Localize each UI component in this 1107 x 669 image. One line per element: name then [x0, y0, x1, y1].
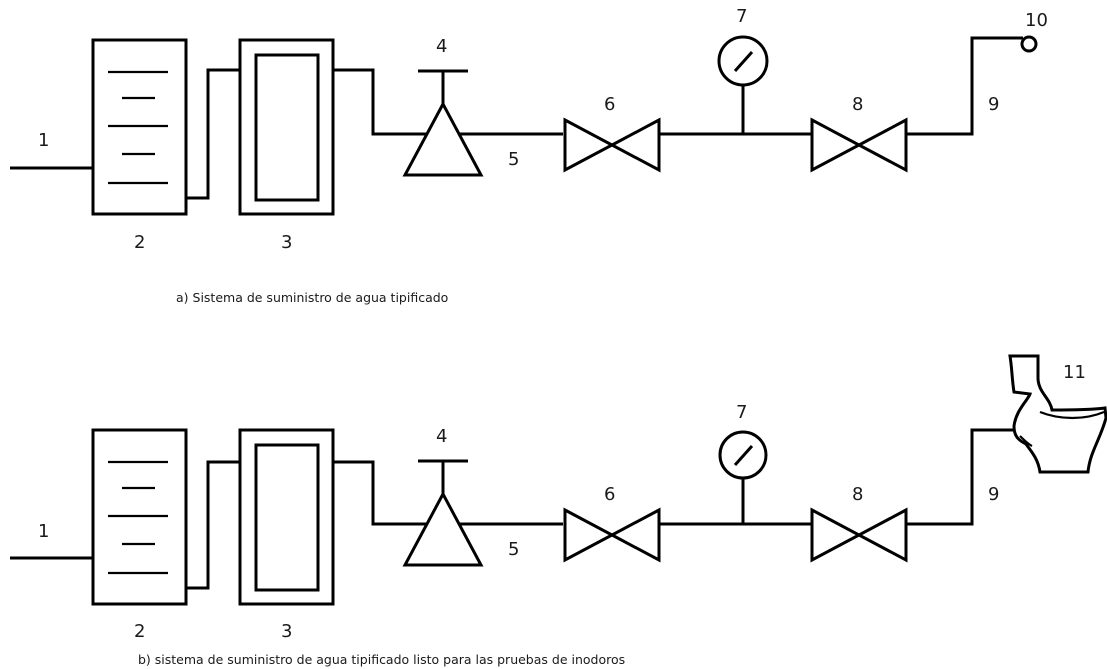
label-9-b: 9: [988, 484, 999, 505]
label-1-b: 1: [38, 521, 49, 542]
label-2-a: 2: [134, 232, 145, 253]
label-7-a: 7: [736, 6, 747, 27]
label-6-a: 6: [604, 94, 615, 115]
filter-a-inner: [254, 53, 320, 202]
label-8-a: 8: [852, 94, 863, 115]
pipe-3-4-b: [333, 460, 563, 526]
gauge-needle-b: [733, 444, 754, 467]
tank-a-lines: [108, 70, 168, 185]
valve-8-b: [810, 507, 863, 563]
gauge-needle-a: [733, 50, 754, 73]
label-7-b: 7: [736, 402, 747, 423]
valve-8-a: [810, 117, 863, 173]
pipe-8-toilet-b: [906, 428, 1020, 526]
valve-8b-a: [855, 117, 908, 173]
label-8-b: 8: [852, 484, 863, 505]
label-9-a: 9: [988, 94, 999, 115]
filter-b-inner: [254, 443, 320, 592]
label-6-b: 6: [604, 484, 615, 505]
outlet-nozzle-a: [1020, 35, 1038, 53]
valve-8b-b: [855, 507, 908, 563]
regulator-valve-a: [402, 100, 484, 177]
caption-b: b) sistema de suministro de agua tipific…: [138, 652, 625, 667]
valve-6b-a: [608, 117, 661, 173]
valve-6-a: [563, 117, 616, 173]
caption-a: a) Sistema de suministro de agua tipific…: [176, 290, 448, 305]
valve-6-b: [563, 507, 616, 563]
diagram-b: 1 2 3 4 5 6 7 8 9 11 b) sistema de sumin…: [10, 354, 1107, 667]
valve-6b-b: [608, 507, 661, 563]
label-1-a: 1: [38, 130, 49, 151]
pipe-2-3-a: [186, 68, 240, 200]
pipe-2-3-b: [186, 460, 240, 590]
toilet-icon: [1008, 354, 1107, 474]
label-5-a: 5: [508, 149, 519, 170]
label-4-b: 4: [436, 426, 447, 447]
tank-b-lines: [108, 460, 168, 575]
label-3-a: 3: [281, 232, 292, 253]
label-10-a: 10: [1025, 10, 1048, 31]
label-11-b: 11: [1063, 362, 1086, 383]
label-4-a: 4: [436, 36, 447, 57]
pipe-3-4-a: [333, 68, 563, 136]
regulator-valve-b: [402, 490, 484, 567]
label-5-b: 5: [508, 539, 519, 560]
diagram-a: 1 2 3 4 5 6 7 8 9 10 a) Sistema de sumin…: [10, 6, 1048, 305]
label-2-b: 2: [134, 621, 145, 642]
pipe-8-10-a: [906, 36, 1023, 136]
label-3-b: 3: [281, 621, 292, 642]
